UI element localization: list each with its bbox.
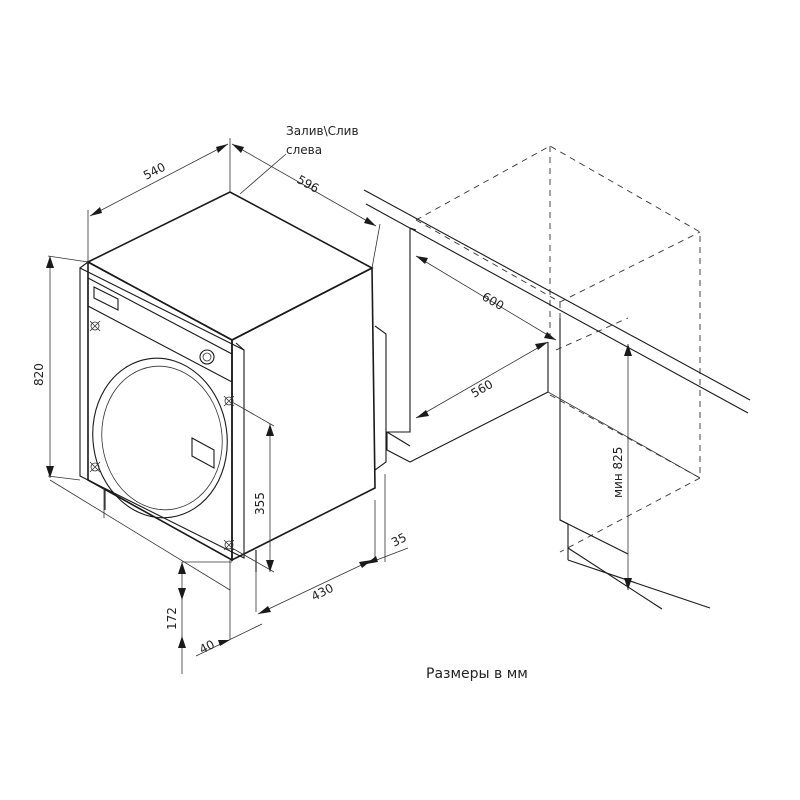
dim-foot-offset-label: 35 — [389, 530, 409, 549]
machine-top — [86, 191, 374, 341]
front-panel-frame — [79, 267, 245, 559]
machine-front — [87, 260, 233, 562]
screw-icon — [89, 320, 101, 332]
screw-icon — [89, 461, 101, 473]
niche-cabinet — [363, 145, 751, 610]
dim-base-depth-label: 430 — [309, 581, 336, 604]
countertop-edge — [363, 189, 751, 401]
machine-door — [92, 357, 228, 519]
dimension-labels: 540 596 820 600 560 мин 825 355 430 35 1… — [32, 160, 625, 657]
washing-machine — [79, 191, 387, 572]
dim-niche-depth-inner-label: 560 — [469, 377, 496, 401]
display-window — [93, 286, 119, 311]
dim-door-height-label: 355 — [253, 492, 267, 515]
connection-note: Залив\Слив слева — [286, 124, 359, 157]
note-leader — [239, 153, 287, 195]
note-line-2: слева — [286, 143, 322, 157]
dim-height-label: 820 — [32, 363, 46, 386]
dim-plinth-offset-label: 40 — [197, 637, 217, 656]
program-knob-icon — [199, 349, 215, 365]
screw-icon — [223, 395, 235, 407]
dimension-lines — [46, 138, 632, 674]
dim-width-top-label: 540 — [141, 160, 168, 183]
rear-hose — [374, 325, 387, 471]
machine-side — [231, 266, 376, 562]
control-panel — [87, 277, 233, 383]
dim-niche-depth-label: 600 — [480, 289, 507, 313]
note-line-1: Залив\Слив — [286, 124, 359, 138]
cabinet-left-wall — [386, 228, 549, 463]
dim-niche-height-label: мин 825 — [611, 447, 625, 498]
dim-plinth-height-label: 172 — [165, 607, 179, 630]
units-caption: Размеры в мм — [426, 666, 528, 682]
